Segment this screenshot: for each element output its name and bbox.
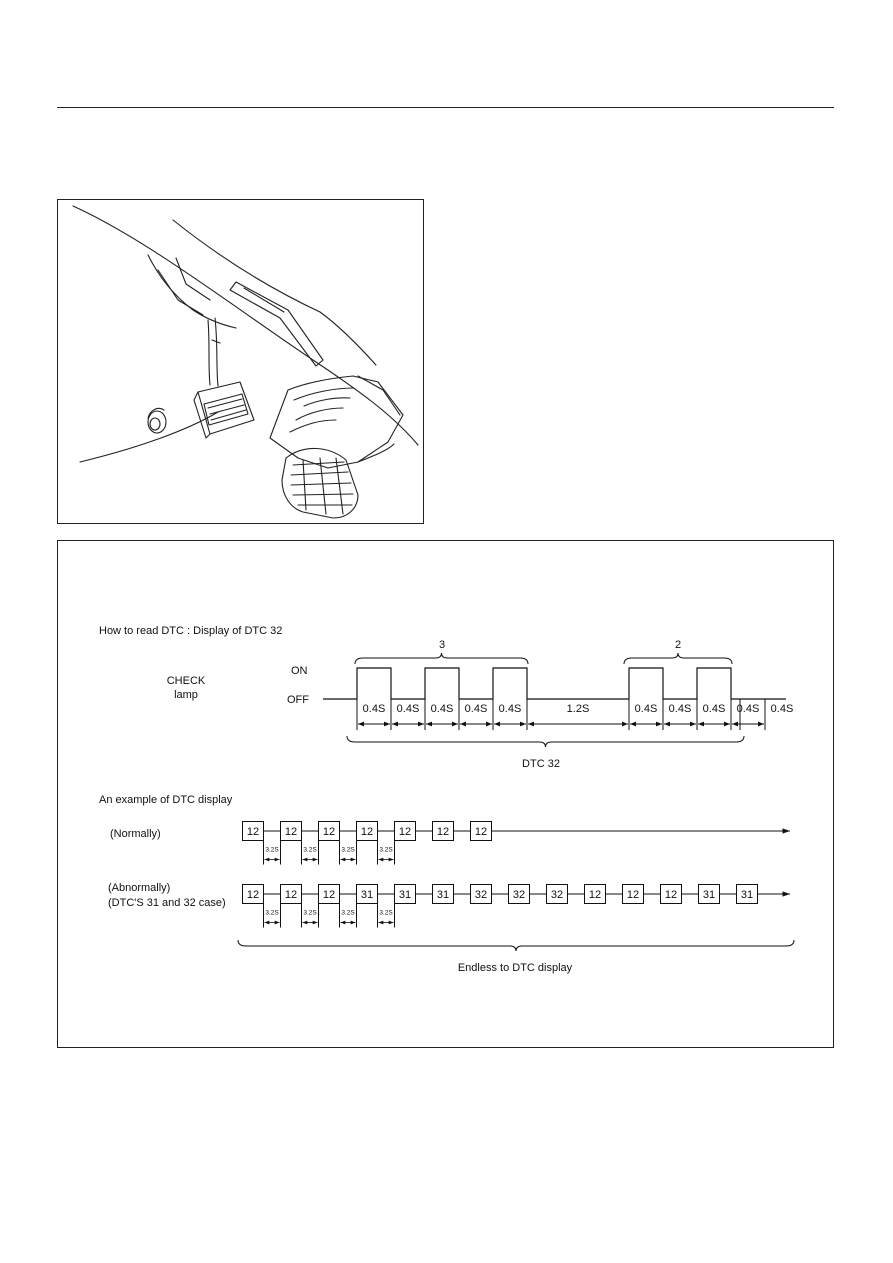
pulse-duration-label: 0.4S	[465, 703, 488, 715]
normal-row-interval-label: 3.2S	[379, 847, 393, 854]
endless-label: Endless to DTC display	[458, 962, 573, 974]
group-tens-label: 3	[439, 639, 445, 651]
dtc-diagram-frame: How to read DTC : Display of DTC 32 CHEC…	[57, 540, 834, 1048]
abnormal-row-code-label: 12	[589, 889, 601, 901]
abnormal-row-code-box	[584, 884, 606, 904]
normal-row-code-box	[356, 821, 378, 841]
off-label: OFF	[287, 694, 309, 706]
normal-label: (Normally)	[110, 828, 161, 840]
dtc-brace	[346, 735, 745, 748]
abnormal-row-interval-label: 3.2S	[341, 910, 355, 917]
abnormal-row-code-box	[660, 884, 682, 904]
normal-row-code-label: 12	[323, 826, 335, 838]
group-units-brace	[623, 652, 733, 665]
abnormal-row-code-box	[508, 884, 530, 904]
abnormal-row-code-label: 31	[361, 889, 373, 901]
normal-row-code-box	[280, 821, 302, 841]
pulse-duration-label: 1.2S	[567, 703, 590, 715]
dtc-timing-diagram: How to read DTC : Display of DTC 32 CHEC…	[99, 625, 795, 974]
normal-row-code-box	[432, 821, 454, 841]
header-rule	[57, 107, 834, 108]
abnormal-row-interval-label: 3.2S	[303, 910, 317, 917]
abnormal-row-code-label: 32	[513, 889, 525, 901]
abnormal-row-code-label: 32	[551, 889, 563, 901]
pulse-duration-label: 0.4S	[669, 703, 692, 715]
diagram-title: How to read DTC : Display of DTC 32	[99, 625, 282, 637]
abnormal-label-line2: (DTC'S 31 and 32 case)	[108, 897, 226, 909]
abnormal-row-code-box	[470, 884, 492, 904]
abnormal-row-code-box	[546, 884, 568, 904]
normal-row-code-label: 12	[399, 826, 411, 838]
abnormal-row-code-label: 31	[703, 889, 715, 901]
pulse-duration-label: 0.4S	[499, 703, 522, 715]
abnormal-label-line1: (Abnormally)	[108, 882, 170, 894]
abnormal-row-code-box	[242, 884, 264, 904]
abnormal-row-code-label: 31	[437, 889, 449, 901]
abnormal-row-code-label: 12	[247, 889, 259, 901]
connector-location-drawing	[72, 205, 419, 519]
normal-row-code-box	[242, 821, 264, 841]
pulse-duration-label: 0.4S	[431, 703, 454, 715]
normal-row-interval-label: 3.2S	[265, 847, 279, 854]
normal-row-code-label: 12	[247, 826, 259, 838]
pulse-duration-label: 0.4S	[397, 703, 420, 715]
abnormal-row-code-box	[622, 884, 644, 904]
abnormal-row-code-box	[698, 884, 720, 904]
abnormal-row-code-label: 12	[323, 889, 335, 901]
pulse-duration-label: 0.4S	[737, 703, 760, 715]
abnormal-row-interval-label: 3.2S	[379, 910, 393, 917]
example-title: An example of DTC display	[99, 794, 233, 806]
abnormal-row-code-label: 31	[741, 889, 753, 901]
abnormal-row-code-box	[394, 884, 416, 904]
pulse-duration-label: 0.4S	[635, 703, 658, 715]
abnormal-row-code-box	[280, 884, 302, 904]
abnormal-row-code-box	[356, 884, 378, 904]
abnormal-row-code-label: 32	[475, 889, 487, 901]
endless-brace	[237, 939, 795, 952]
pulse-duration-label: 0.4S	[363, 703, 386, 715]
check-lamp-label-line1: CHECK	[167, 675, 206, 687]
abnormal-row-interval-label: 3.2S	[265, 910, 279, 917]
normal-row-code-box	[470, 821, 492, 841]
normal-row-code-label: 12	[285, 826, 297, 838]
abnormal-row-code-label: 31	[399, 889, 411, 901]
check-lamp-label-line2: lamp	[174, 689, 198, 701]
on-label: ON	[291, 665, 308, 677]
normal-row-code-label: 12	[437, 826, 449, 838]
normal-row-code-label: 12	[361, 826, 373, 838]
normal-row-interval-label: 3.2S	[303, 847, 317, 854]
group-units-label: 2	[675, 639, 681, 651]
abnormal-row-code-box	[318, 884, 340, 904]
abnormal-row-code-box	[432, 884, 454, 904]
normal-row-interval-label: 3.2S	[341, 847, 355, 854]
abnormal-row-code-box	[736, 884, 758, 904]
pulse-duration-label: 0.4S	[771, 703, 794, 715]
abnormal-row-code-label: 12	[665, 889, 677, 901]
normal-row-code-box	[394, 821, 416, 841]
pulse-duration-label: 0.4S	[703, 703, 726, 715]
normal-row-code-label: 12	[475, 826, 487, 838]
abnormal-row-code-label: 12	[285, 889, 297, 901]
dtc-label: DTC 32	[522, 758, 560, 770]
connector-illustration	[57, 199, 424, 524]
normal-row-code-box	[318, 821, 340, 841]
check-lamp-waveform	[323, 667, 786, 700]
group-tens-brace	[354, 652, 529, 665]
abnormal-row-code-label: 12	[627, 889, 639, 901]
